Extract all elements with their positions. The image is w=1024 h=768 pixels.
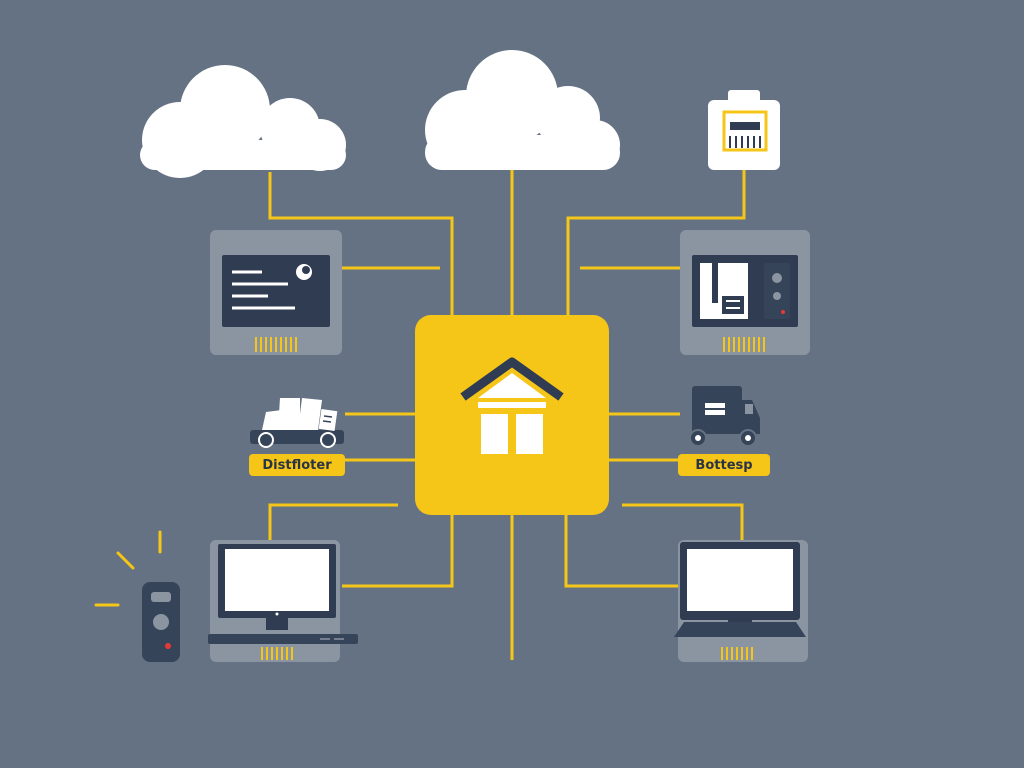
connector-right-laptop [564, 515, 680, 588]
connector-left-top-desktop [268, 503, 398, 540]
cloud-icon [140, 65, 346, 178]
laptop-icon [674, 540, 808, 662]
cloud-icon [425, 50, 620, 170]
right-device-label: Bottesp [678, 454, 770, 476]
sensor-icon [94, 530, 180, 662]
hub [415, 315, 609, 515]
monitor-icon [680, 230, 810, 355]
connector-left-desktop [342, 515, 454, 588]
truck-icon [250, 398, 344, 448]
connector-left-cloud [268, 172, 454, 318]
router-icon [708, 90, 780, 170]
connector-lines [268, 170, 746, 660]
delivery-vehicle-icon [689, 386, 760, 447]
left-device-label: Distfloter [249, 454, 345, 476]
connector-right-router [566, 170, 746, 318]
home-icon [460, 357, 564, 454]
desktop-computer-icon [208, 540, 358, 662]
connector-right-top-laptop [622, 503, 744, 540]
monitor-icon [210, 230, 342, 355]
